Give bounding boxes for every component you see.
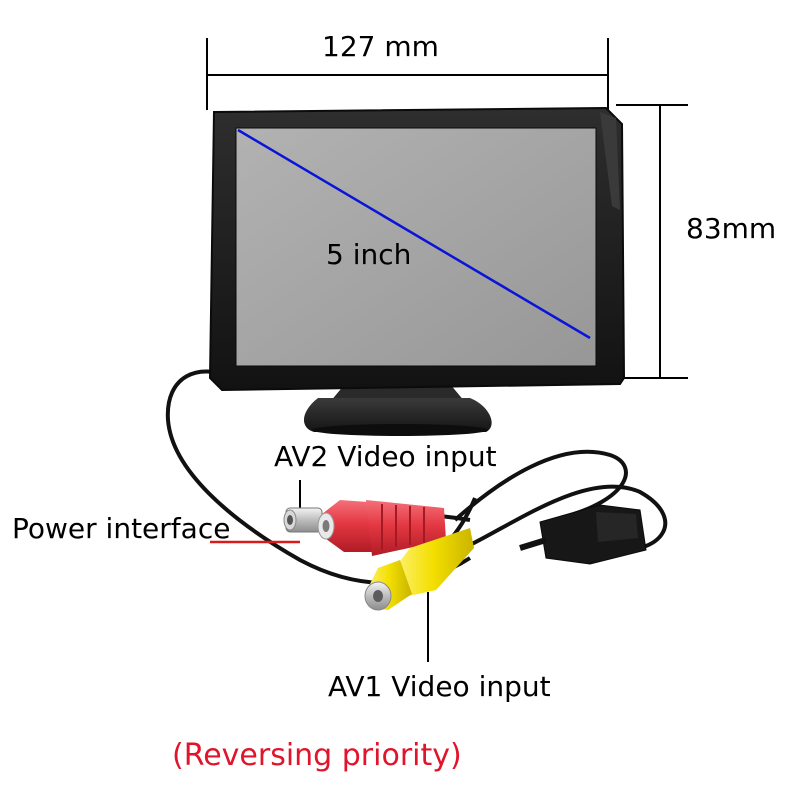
yellow-rca-connector bbox=[364, 528, 474, 611]
monitor-stand bbox=[303, 378, 492, 436]
reversing-priority-note: (Reversing priority) bbox=[172, 738, 462, 773]
power-interface-label: Power interface bbox=[12, 512, 231, 545]
width-dimension bbox=[206, 38, 609, 110]
cable-right-loop-2 bbox=[469, 484, 668, 553]
screen-size-label: 5 inch bbox=[326, 238, 412, 271]
height-dimension bbox=[616, 104, 688, 379]
cable-right-loop bbox=[453, 449, 628, 522]
power-jack bbox=[283, 507, 323, 533]
red-rca-connector bbox=[317, 500, 446, 556]
height-dimension-label: 83mm bbox=[686, 212, 777, 245]
monitor bbox=[208, 106, 626, 392]
width-dimension-label: 127 mm bbox=[322, 30, 439, 63]
av2-video-input-label: AV2 Video input bbox=[274, 440, 497, 473]
av1-video-input-label: AV1 Video input bbox=[328, 670, 551, 703]
diagonal-line bbox=[237, 128, 591, 340]
camera-plug bbox=[519, 504, 647, 565]
screen bbox=[235, 127, 597, 367]
